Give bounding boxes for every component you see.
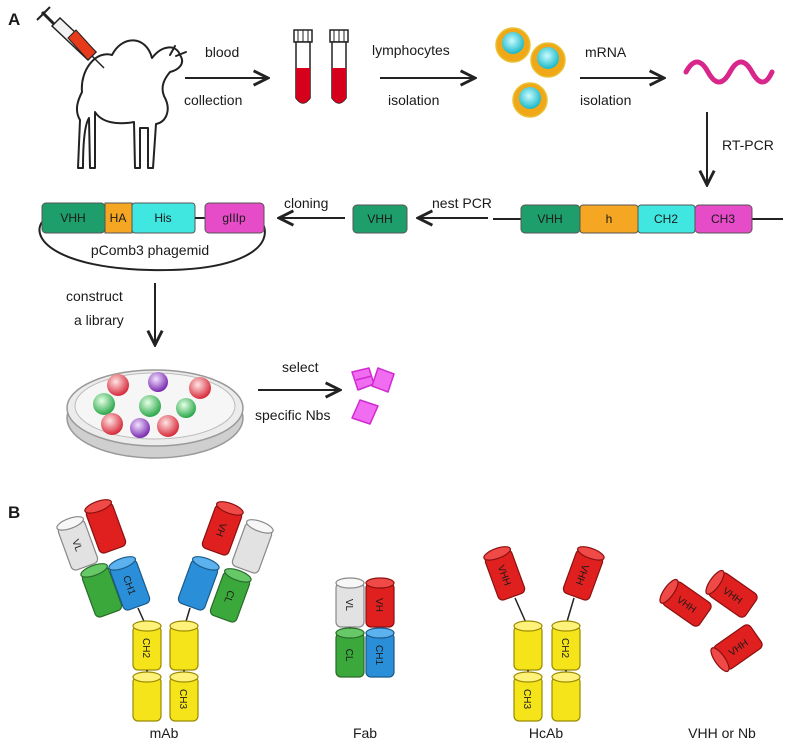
phagemid-segment-ha	[104, 202, 133, 234]
label-mrna-isolation: isolation	[580, 92, 631, 108]
fab-domain-vl: VL	[343, 599, 354, 612]
hcab-domain-ch2: CH2	[559, 638, 570, 658]
lymphocyte-cells-icon	[495, 27, 566, 118]
phagemid-label-vhh: VHH	[60, 211, 85, 225]
fab-domain-vh: VH	[373, 598, 384, 612]
mab-domain-ch3: CH3	[177, 689, 188, 709]
label-mrna: mRNA	[585, 44, 627, 60]
cdna-label-vhh: VHH	[537, 212, 562, 226]
label-collection: collection	[184, 92, 242, 108]
syringe-icon	[36, 6, 105, 69]
label-specific-nbs: specific Nbs	[255, 407, 330, 423]
nanobody-structures: VHH VHH VHH	[659, 569, 763, 673]
cdna-segment-ch3	[694, 204, 753, 234]
label-cloning: cloning	[284, 195, 328, 211]
panel-label-b: B	[8, 503, 20, 522]
label-blood: blood	[205, 44, 239, 60]
label-lymph-isolation: isolation	[388, 92, 439, 108]
phagemid-name: pComb3 phagemid	[91, 242, 209, 258]
phagemid-label-giiip: gIIIp	[222, 211, 246, 225]
fab-structure: VL VH CL CH1	[335, 577, 395, 678]
caption-hcab: HcAb	[529, 725, 563, 741]
fab-domain-cl: CL	[343, 649, 354, 662]
phagemid-label-ha: HA	[110, 211, 127, 225]
camel-icon	[75, 39, 187, 169]
fab-domain-ch1: CH1	[373, 645, 384, 665]
vhh-fragment	[352, 204, 408, 234]
hcab-structure: VHH VHH CH2 CH3	[483, 546, 605, 722]
caption-vhh-or-nb: VHH or Nb	[688, 725, 756, 741]
phagemid: VHH HA His gIIIp pComb3 phagemid	[38, 202, 266, 272]
petri-dish-icon	[66, 369, 244, 459]
cdna-construct: VHH h CH2 CH3	[493, 204, 783, 234]
mab-domain-cl: CL	[221, 589, 236, 605]
label-a-library: a library	[74, 312, 124, 328]
caption-mab: mAb	[150, 725, 179, 741]
mab-structure: VL CH1 VH CL CH2 CH3	[56, 499, 274, 722]
label-construct: construct	[66, 288, 123, 304]
label-select: select	[282, 359, 319, 375]
cdna-label-ch3: CH3	[711, 212, 735, 226]
vhh-fragment-label: VHH	[367, 212, 392, 226]
cdna-label-ch2: CH2	[654, 212, 678, 226]
mab-domain-ch2: CH2	[140, 638, 151, 658]
hcab-domain-ch3: CH3	[521, 689, 532, 709]
mab-domain-vl: VL	[69, 538, 84, 554]
mab-domain-vh: VH	[213, 521, 228, 538]
panel-label-a: A	[8, 10, 20, 29]
nanobody-fragments-icon	[351, 367, 395, 425]
phagemid-segment-giiip	[204, 202, 265, 234]
label-lymphocytes: lymphocytes	[372, 42, 450, 58]
phagemid-label-his: His	[154, 211, 171, 225]
cdna-label-hinge: h	[606, 212, 613, 226]
mrna-wave-icon	[683, 59, 775, 85]
caption-fab: Fab	[353, 725, 377, 741]
label-nest-pcr: nest PCR	[432, 195, 492, 211]
blood-tubes-icon	[293, 29, 349, 104]
label-rt-pcr: RT-PCR	[722, 137, 774, 153]
